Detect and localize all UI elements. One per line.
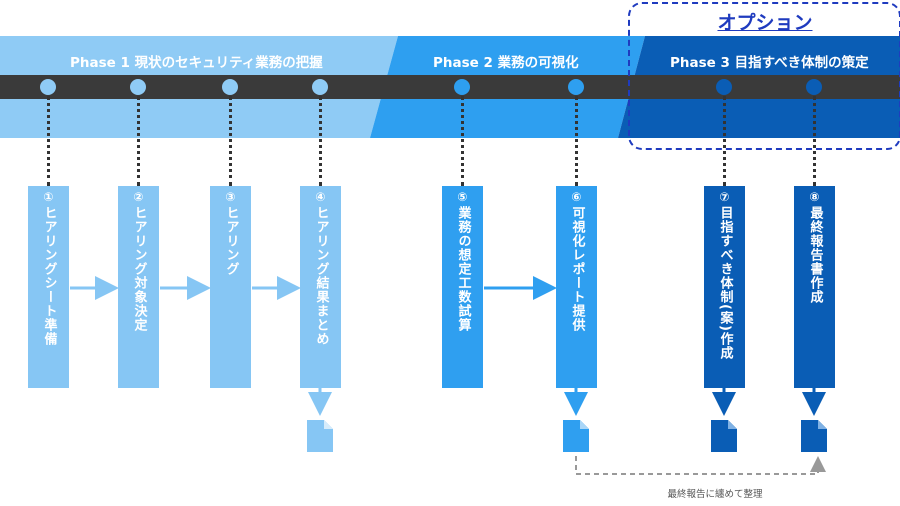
timeline-dot-3 [222, 79, 238, 95]
phase1-label: Phase 1 現状のセキュリティ業務の把握 [70, 55, 323, 71]
step-label: ヒアリング [223, 206, 239, 276]
step-8: ⑧ 最終報告書作成 [794, 186, 835, 388]
step-label: ヒアリングシート準備 [41, 206, 57, 346]
connector-3 [229, 96, 232, 186]
step-1: ① ヒアリングシート準備 [28, 186, 69, 388]
step-3: ③ ヒアリング [210, 186, 251, 388]
timeline-dot-2 [130, 79, 146, 95]
document-icon [801, 420, 827, 452]
step-6: ⑥ 可視化レポート提供 [556, 186, 597, 388]
step-number: ⑤ [457, 190, 468, 204]
step-7: ⑦ 目指すべき体制(案)作成 [704, 186, 745, 388]
document-icon [711, 420, 737, 452]
connector-5 [461, 96, 464, 186]
connector-2 [137, 96, 140, 186]
timeline-dot-4 [312, 79, 328, 95]
step-label: ヒアリング対象決定 [131, 206, 147, 332]
document-icon [563, 420, 589, 452]
step-number: ⑧ [809, 190, 820, 204]
connector-4 [319, 96, 322, 186]
step-number: ⑥ [571, 190, 582, 204]
phase3-label: Phase 3 目指すべき体制の策定 [670, 55, 869, 71]
document-icon [307, 420, 333, 452]
timeline-dot-7 [716, 79, 732, 95]
timeline-bar [0, 75, 900, 99]
phase2-label: Phase 2 業務の可視化 [433, 55, 579, 71]
timeline-dot-5 [454, 79, 470, 95]
step-label: 可視化レポート提供 [569, 206, 585, 332]
step-number: ② [133, 190, 144, 204]
step-label: 業務の想定工数試算 [455, 206, 471, 332]
timeline-dot-1 [40, 79, 56, 95]
step-5: ⑤ 業務の想定工数試算 [442, 186, 483, 388]
step-4: ④ ヒアリング結果まとめ [300, 186, 341, 388]
step-number: ⑦ [719, 190, 730, 204]
step-number: ④ [315, 190, 326, 204]
step-label: 目指すべき体制(案)作成 [717, 206, 733, 360]
step-number: ③ [225, 190, 236, 204]
connector-8 [813, 96, 816, 186]
merge-dashed-path [575, 456, 826, 475]
step-number: ① [43, 190, 54, 204]
step-label: ヒアリング結果まとめ [313, 206, 329, 346]
option-title: オプション [717, 12, 813, 34]
step-2: ② ヒアリング対象決定 [118, 186, 159, 388]
timeline-dot-6 [568, 79, 584, 95]
timeline-dot-8 [806, 79, 822, 95]
step-label: 最終報告書作成 [807, 206, 823, 304]
merge-note: 最終報告に纏めて整理 [667, 489, 763, 500]
connector-6 [575, 96, 578, 186]
connector-7 [723, 96, 726, 186]
connector-1 [47, 96, 50, 186]
